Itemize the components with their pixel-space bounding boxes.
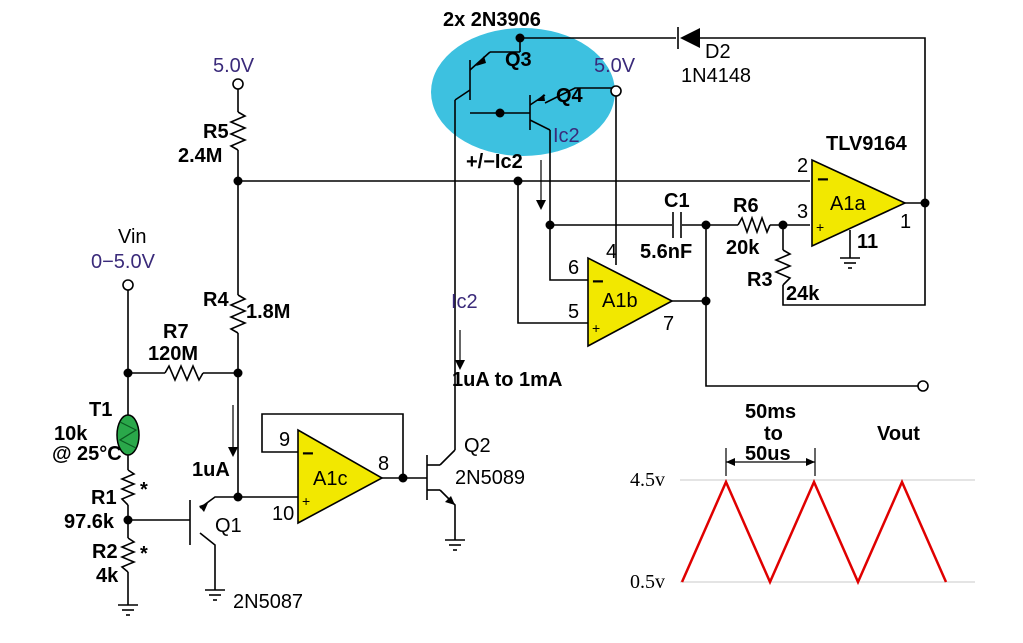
a1a-plus: + (816, 219, 824, 235)
r1-label: R1 (91, 487, 117, 509)
r1-resistor (119, 469, 137, 506)
r1-star: * (140, 479, 148, 501)
ground-icon-a1a (840, 257, 860, 269)
c1-capacitor (672, 212, 682, 238)
period-line1: 50ms (745, 401, 796, 423)
current-arrows (228, 160, 546, 457)
d2-diode (677, 27, 700, 49)
a1a-pin-out: 1 (900, 211, 911, 233)
a1b-pin-non: 5 (568, 301, 579, 323)
waveform-plot (680, 448, 975, 586)
r7-value: 120M (148, 343, 198, 365)
c1-value: 5.6nF (640, 241, 692, 263)
ic2-range-label: 1uA to 1mA (452, 369, 562, 391)
a1b-pin-out: 7 (663, 313, 674, 335)
ic2-mid-label: Ic2 (451, 291, 478, 313)
r7-label: R7 (163, 321, 189, 343)
period-line3: 50us (745, 443, 791, 465)
r2-resistor (119, 537, 137, 573)
r3-value: 24k (786, 283, 820, 305)
a1c-label: A1c (313, 468, 347, 490)
a1c-pin-non: 10 (272, 503, 294, 525)
q4-label: Q4 (556, 85, 584, 107)
waveform-low-label: 0.5v (630, 571, 665, 593)
waveform-trace (680, 478, 948, 586)
r1-value: 97.6k (64, 511, 115, 533)
pm-ic2-label: +/−Ic2 (466, 151, 523, 173)
c1-label: C1 (664, 190, 690, 212)
r7-resistor (164, 363, 204, 383)
a1b-label: A1b (602, 290, 638, 312)
d2-part-label: 1N4148 (681, 65, 751, 87)
r4-label: R4 (203, 289, 229, 311)
a1a-label: A1a (830, 193, 866, 215)
r6-resistor (737, 215, 771, 235)
q1-label: Q1 (215, 515, 242, 537)
ic2-top-label: Ic2 (553, 125, 580, 147)
r3-label: R3 (747, 269, 773, 291)
r2-star: * (140, 543, 148, 565)
q3-q4-highlight (431, 28, 615, 156)
supply-terminal-right (610, 85, 622, 97)
top-transistor-label: 2x 2N3906 (443, 9, 541, 31)
t1-temp: @ 25°C (52, 443, 122, 465)
r6-value: 20k (726, 237, 760, 259)
ground-icon-q2 (445, 539, 465, 551)
a1b-minus: − (592, 271, 604, 293)
r3-resistor (773, 249, 793, 286)
ground-icon-q1 (205, 589, 225, 601)
a1a-minus: − (817, 169, 829, 191)
one-ua-label: 1uA (192, 459, 230, 481)
q2-part: 2N5089 (455, 467, 525, 489)
waveform-high-label: 4.5v (630, 469, 665, 491)
r5-label: R5 (203, 121, 229, 143)
q3-label: Q3 (505, 49, 532, 71)
d2-label: D2 (705, 41, 731, 63)
q1-part: 2N5087 (233, 591, 303, 613)
a1a-part-label: TLV9164 (826, 133, 908, 155)
q2-label: Q2 (464, 435, 491, 457)
q1-transistor (189, 500, 208, 545)
r6-label: R6 (733, 195, 759, 217)
r5-resistor (228, 111, 248, 151)
vout-label: Vout (877, 423, 920, 445)
a1a-opamp (811, 158, 907, 248)
vin-label: Vin (118, 226, 147, 248)
period-line2: to (764, 423, 783, 445)
r2-label: R2 (92, 541, 118, 563)
ground-icon-r2 (118, 604, 138, 616)
a1b-opamp (587, 256, 674, 348)
a1c-pin-inv: 9 (279, 429, 290, 451)
a1a-pin-gnd: 11 (857, 231, 878, 253)
a1c-plus: + (302, 493, 310, 509)
a1a-pin-non: 3 (797, 201, 808, 223)
a1a-pin-inv: 2 (797, 155, 808, 177)
vout-terminal (917, 380, 929, 392)
vin-range: 0−5.0V (91, 251, 156, 273)
a1c-pin-out: 8 (378, 453, 389, 475)
vin-terminal (122, 279, 134, 291)
a1c-minus: − (302, 443, 314, 465)
q3-transistor (454, 38, 521, 101)
a1b-plus: + (592, 320, 600, 336)
r4-resistor (228, 294, 248, 334)
q2-transistor (426, 455, 455, 505)
junction-dots (123, 33, 930, 525)
r4-value: 1.8M (246, 301, 290, 323)
a1b-pin-vcc: 4 (606, 241, 617, 263)
a1b-pin-inv: 6 (568, 257, 579, 279)
r2-value: 4k (96, 565, 119, 587)
supply-right-label: 5.0V (594, 55, 636, 77)
supply-left-label: 5.0V (213, 55, 255, 77)
q4-transistor (529, 94, 551, 131)
a1c-opamp (297, 428, 384, 525)
supply-terminal-left (232, 78, 244, 90)
r5-value: 2.4M (178, 145, 222, 167)
t1-label: T1 (89, 399, 112, 421)
t1-thermistor (116, 414, 140, 456)
t1-value: 10k (54, 423, 88, 445)
